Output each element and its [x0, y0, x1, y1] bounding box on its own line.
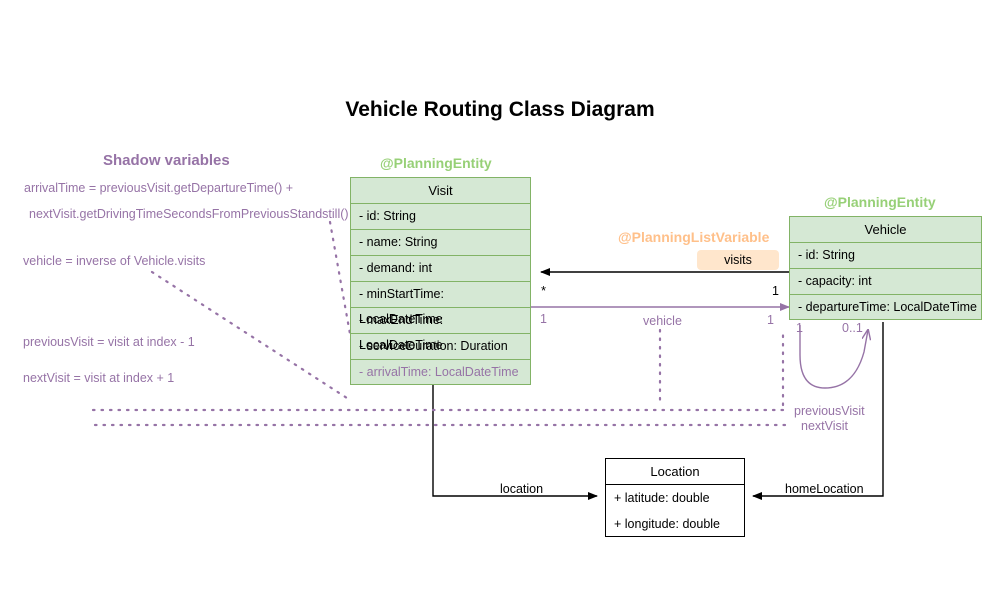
edge-label-vehicle: vehicle [643, 314, 682, 328]
visit-attr-id: - id: String [351, 204, 530, 230]
multiplicity-visits-source: * [541, 283, 547, 298]
vehicle-attr-capacity: - capacity: int [790, 269, 981, 295]
edge-label-previous-visit: previousVisit [794, 404, 865, 418]
stereotype-visit: @PlanningEntity [380, 155, 492, 171]
visit-attr-min-start-time: - minStartTime: LocalDateTime [351, 282, 530, 326]
vehicle-attr-departure-time: - departureTime: LocalDateTime [798, 300, 978, 314]
multiplicity-vehicle-target: 1 [767, 313, 774, 327]
class-box-location[interactable]: Location + latitude: double + longitude:… [605, 458, 745, 537]
edge-location [432, 385, 598, 500]
vehicle-attr-id: - id: String [790, 243, 981, 269]
edge-label-home-location: homeLocation [785, 482, 864, 496]
shadow-line-previous-visit: previousVisit = visit at index - 1 [23, 335, 195, 349]
class-name-location: Location [606, 459, 744, 485]
class-name-visit: Visit [351, 178, 530, 204]
shadow-line-arrival-time-2: nextVisit.getDrivingTimeSecondsFromPrevi… [29, 207, 349, 221]
class-box-visit[interactable]: Visit - id: String - name: String - dema… [350, 177, 531, 385]
visit-attr-service-duration: - serviceDuration: Duration [351, 334, 530, 360]
edge-label-next-visit: nextVisit [801, 419, 849, 433]
multiplicity-self-loop-optional: 0..1 [842, 321, 863, 335]
multiplicity-vehicle-source: 1 [540, 312, 547, 326]
shadow-line-next-visit: nextVisit = visit at index + 1 [23, 371, 175, 385]
class-name-vehicle: Vehicle [790, 217, 981, 243]
stereotype-vehicle: @PlanningEntity [824, 194, 936, 210]
class-box-vehicle[interactable]: Vehicle - id: String - capacity: int - d… [789, 216, 982, 320]
multiplicity-visits-target: 1 [772, 284, 779, 298]
shadow-line-vehicle: vehicle = inverse of Vehicle.visits [23, 254, 206, 268]
shadow-line-arrival-time-1: arrivalTime = previousVisit.getDeparture… [24, 181, 294, 195]
edge-vehicle-self-loop [799, 325, 868, 389]
edge-label-location: location [500, 482, 544, 496]
edge-label-visits: visits [697, 250, 779, 270]
visit-attr-arrival-time: - arrivalTime: LocalDateTime [359, 365, 519, 379]
shadow-variables-heading: Shadow variables [103, 152, 230, 169]
visit-attr-max-end-time: - maxEndTime: LocalDateTime [351, 308, 530, 352]
multiplicity-self-loop-one: 1 [796, 321, 803, 335]
visit-attr-name: - name: String [351, 230, 530, 256]
stereotype-planning-list-variable: @PlanningListVariable [618, 229, 770, 245]
page-title: Vehicle Routing Class Diagram [345, 98, 655, 121]
location-attr-longitude: + longitude: double [614, 517, 720, 531]
edge-home-location [752, 322, 884, 500]
visit-attr-demand: - demand: int [351, 256, 530, 282]
location-attr-latitude: + latitude: double [614, 491, 710, 505]
